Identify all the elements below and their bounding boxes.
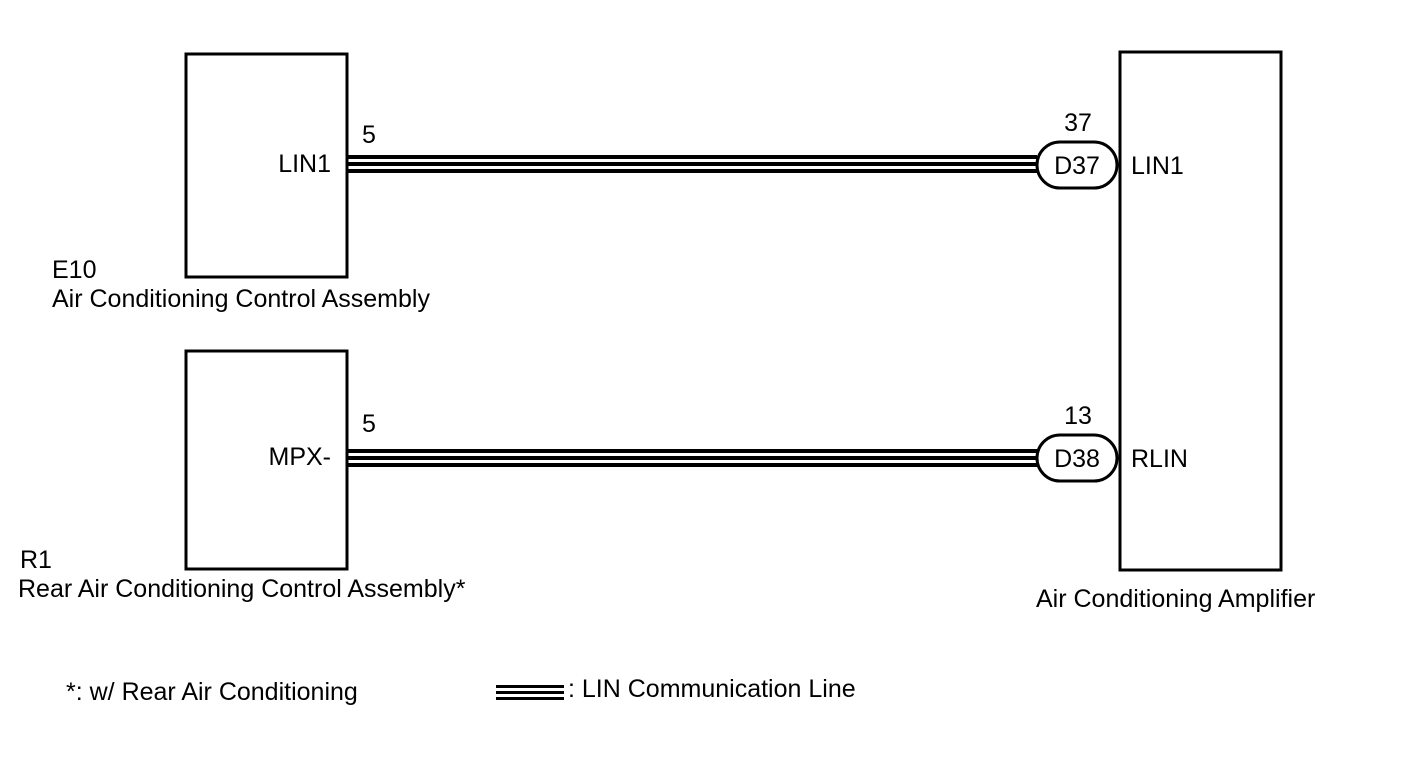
connector-d38: D38 13 RLIN	[1035, 402, 1188, 483]
rear-ac-control-assembly: MPX- 5 R1 Rear Air Conditioning Control …	[18, 349, 466, 603]
ac-control-terminal-name: LIN1	[278, 150, 331, 178]
rear-ac-control-terminal-name: MPX-	[269, 443, 332, 471]
ac-control-name: Air Conditioning Control Assembly	[52, 285, 430, 313]
rear-ac-control-pin: 5	[362, 410, 376, 438]
connector-d37-pin: 37	[1064, 109, 1092, 137]
lin-line-legend-label: : LIN Communication Line	[568, 675, 856, 703]
connector-d38-terminal-name: RLIN	[1131, 445, 1188, 473]
connector-d38-pin: 13	[1064, 402, 1092, 430]
rear-ac-control-name: Rear Air Conditioning Control Assembly*	[18, 575, 466, 603]
connector-d37-terminal-name: LIN1	[1131, 152, 1184, 180]
connector-d38-outline	[1035, 433, 1119, 483]
ac-control-code: E10	[52, 256, 96, 284]
ac-control-assembly: LIN1 5 E10 Air Conditioning Control Asse…	[52, 52, 430, 313]
connector-d37-id: D37	[1054, 152, 1100, 180]
ac-amplifier-name: Air Conditioning Amplifier	[1036, 585, 1315, 613]
connector-d37: D37 37 LIN1	[1035, 109, 1184, 190]
connector-d37-outline	[1035, 140, 1119, 190]
lin-line-legend-swatch	[496, 685, 564, 700]
ac-amplifier: Air Conditioning Amplifier	[1036, 50, 1315, 613]
ac-amplifier-box	[1118, 50, 1283, 572]
footnote: *: w/ Rear Air Conditioning	[66, 678, 358, 706]
lin-wire-2	[347, 449, 1037, 467]
rear-ac-control-code: R1	[20, 546, 52, 574]
lin-wire-1	[347, 155, 1037, 173]
ac-control-pin: 5	[362, 121, 376, 149]
legend: *: w/ Rear Air Conditioning : LIN Commun…	[66, 675, 856, 706]
connector-d38-id: D38	[1054, 445, 1100, 473]
